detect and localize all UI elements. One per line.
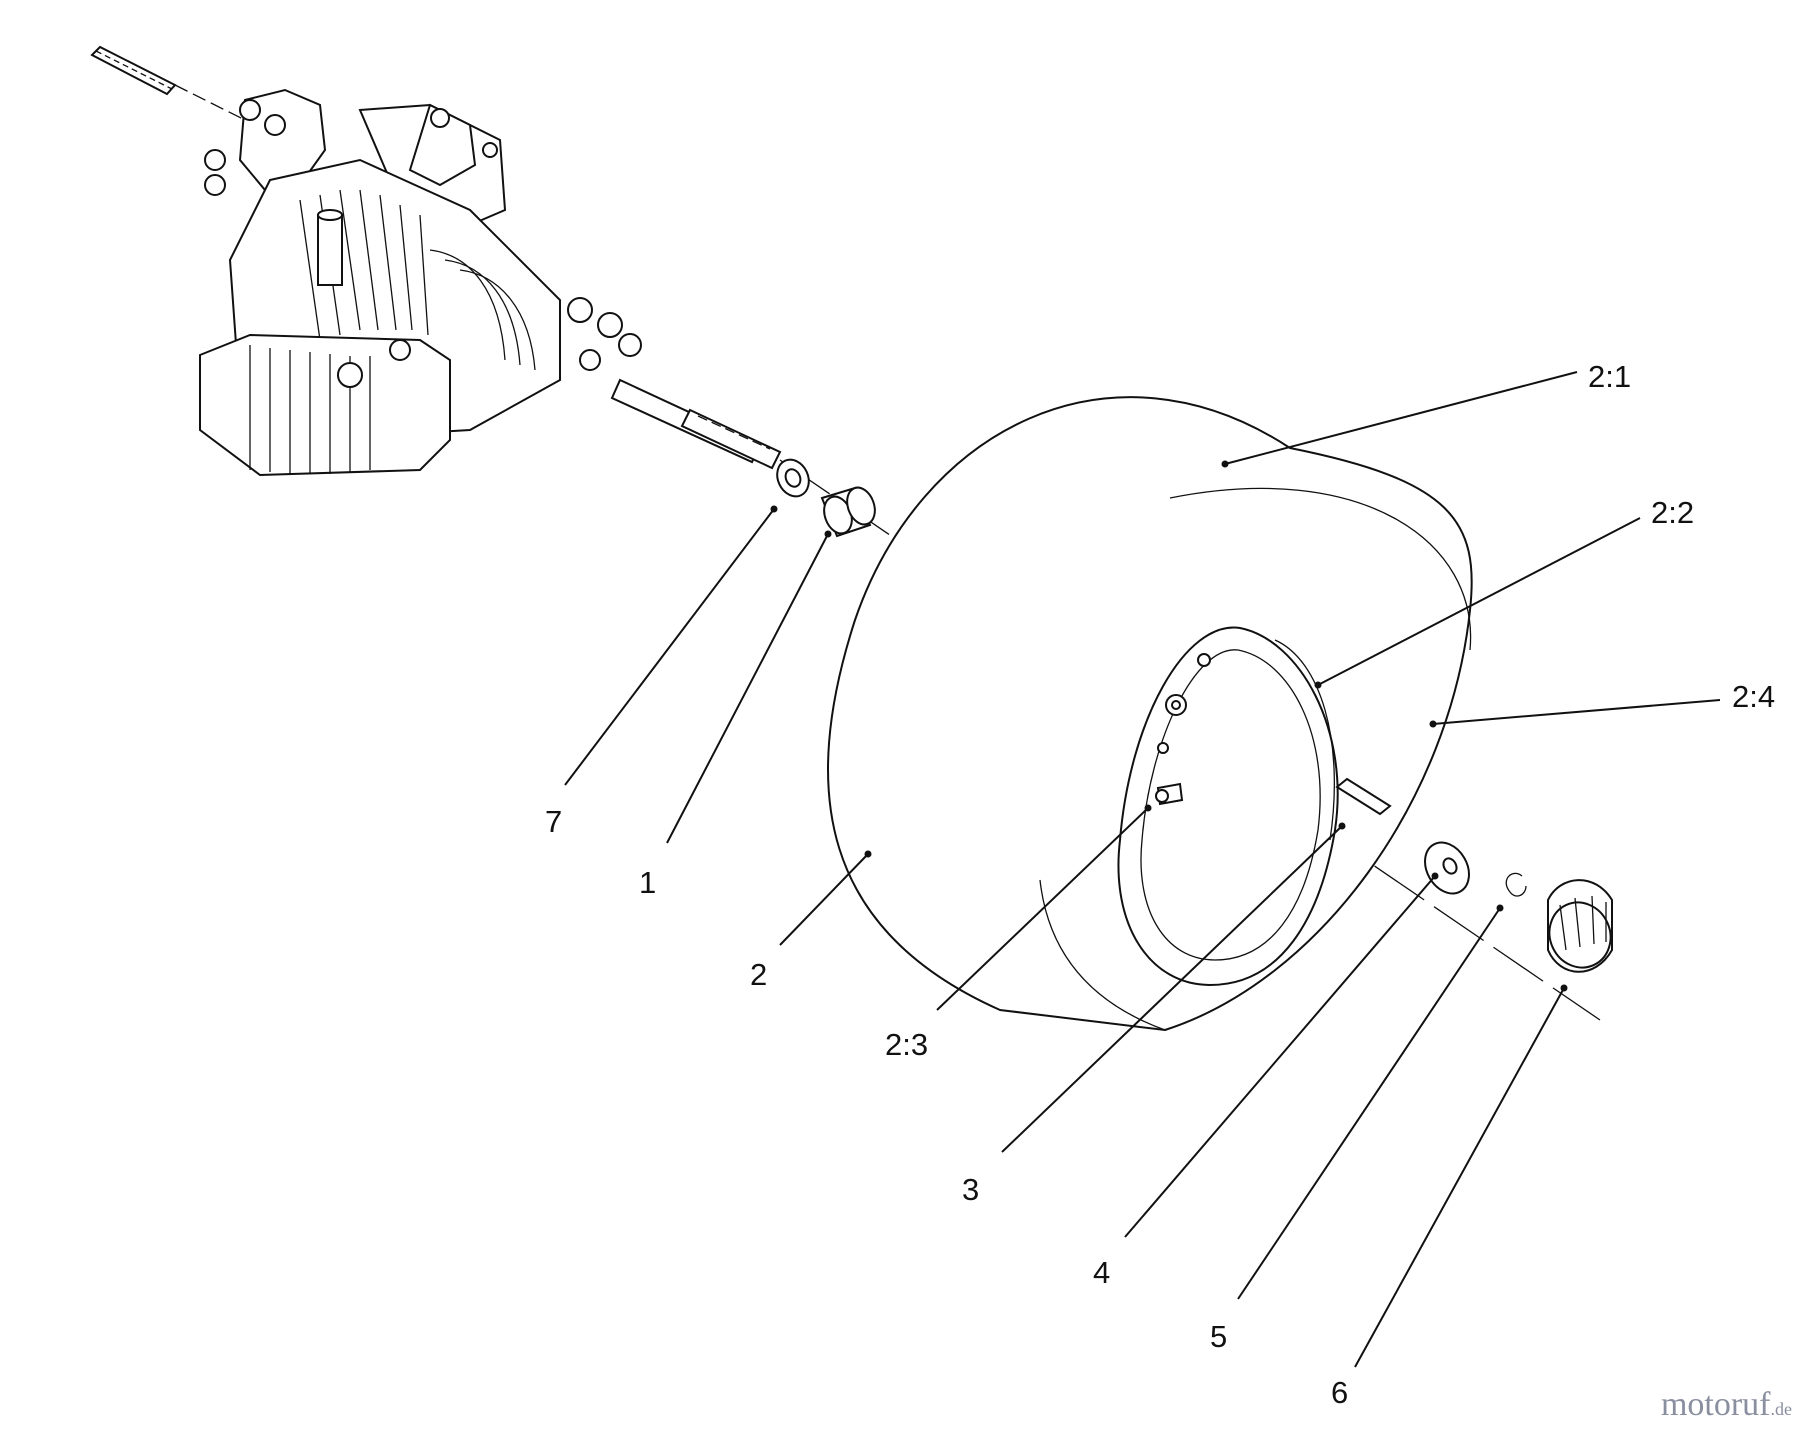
hubcap-part-6 — [1547, 879, 1613, 973]
callout-5: 5 — [1210, 1319, 1227, 1354]
spacer-part-1 — [820, 486, 876, 538]
leader-dots — [770, 460, 1568, 992]
key-part-3 — [1335, 777, 1392, 816]
callout-7: 7 — [545, 804, 562, 839]
washer-part-4 — [1424, 841, 1470, 895]
callout-2-4: 2:4 — [1732, 679, 1775, 714]
watermark-suffix: .de — [1770, 1399, 1793, 1419]
watermark-text: motoruf — [1660, 1386, 1771, 1423]
callout-2: 2 — [750, 957, 767, 992]
callout-1: 1 — [639, 865, 656, 900]
transaxle-assembly — [90, 45, 782, 477]
callout-4: 4 — [1093, 1255, 1110, 1290]
leader-lines — [564, 371, 1721, 1368]
callout-6: 6 — [1331, 1375, 1348, 1410]
callout-2-2: 2:2 — [1651, 495, 1694, 530]
watermark-logo: motoruf.de — [1661, 1386, 1792, 1424]
washer-part-7 — [776, 458, 810, 498]
callout-2-3: 2:3 — [885, 1027, 928, 1062]
wheel-assembly-part-2 — [827, 396, 1473, 1032]
callout-3: 3 — [962, 1172, 979, 1207]
retaining-ring-part-5 — [1505, 872, 1527, 897]
callout-2-1: 2:1 — [1588, 359, 1631, 394]
